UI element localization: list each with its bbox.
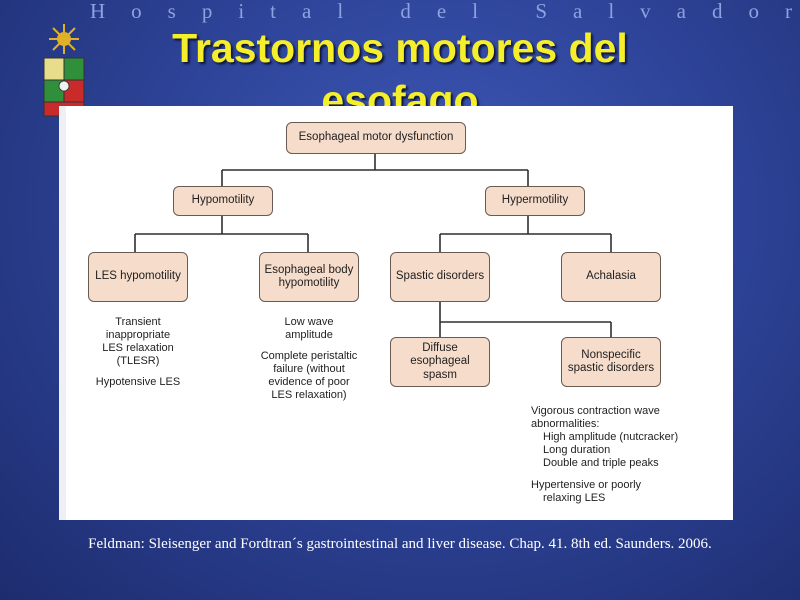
note-line: Long duration [543, 444, 611, 456]
esophageal-body-notes: Low wave amplitude Complete peristaltic … [244, 316, 374, 402]
node-diffuse-esophageal-spasm: Diffuse esophageal spasm [390, 337, 490, 387]
note-line: failure (without [273, 363, 345, 375]
note-line: LES relaxation [102, 342, 174, 354]
node-les-hypomotility: LES hypomotility [88, 252, 188, 302]
note-line: relaxing LES [543, 492, 606, 504]
institution-header: Hospital del Salvador [90, 0, 800, 23]
les-hypomotility-notes: Transient inappropriate LES relaxation (… [88, 316, 188, 389]
note-line: evidence of poor [268, 376, 350, 388]
note-line: amplitude [285, 329, 333, 341]
node-achalasia: Achalasia [561, 252, 661, 302]
node-hypomotility: Hypomotility [173, 186, 273, 216]
node-esophageal-body-hypomotility: Esophageal body hypomotility [259, 252, 359, 302]
shield-icon [43, 57, 85, 117]
note-line: Hypotensive LES [95, 376, 181, 388]
note-line: Complete peristaltic [260, 350, 358, 362]
node-root: Esophageal motor dysfunction [286, 122, 466, 154]
note-line: Hypertensive or poorly [531, 479, 642, 491]
note-line: LES relaxation) [271, 389, 347, 401]
sun-emblem-icon [49, 24, 79, 54]
note-line: Double and triple peaks [543, 457, 659, 469]
nonspecific-spastic-notes: Vigorous contraction wave abnormalities:… [531, 405, 721, 505]
note-line: inappropriate [105, 329, 171, 341]
panel-edge [59, 106, 66, 520]
diagram-panel [59, 106, 733, 520]
node-nonspecific-spastic: Nonspecific spastic disorders [561, 337, 661, 387]
note-line: Transient [115, 316, 161, 328]
note-line: High amplitude (nutcracker) [543, 431, 679, 443]
citation: Feldman: Sleisenger and Fordtran´s gastr… [88, 536, 712, 552]
node-hypermotility: Hypermotility [485, 186, 585, 216]
note-line: Vigorous contraction wave [531, 405, 660, 417]
node-spastic-disorders: Spastic disorders [390, 252, 490, 302]
note-line: abnormalities: [531, 418, 600, 430]
note-line: Low wave [284, 316, 334, 328]
note-line: (TLESR) [116, 355, 160, 367]
university-logo [43, 24, 85, 117]
